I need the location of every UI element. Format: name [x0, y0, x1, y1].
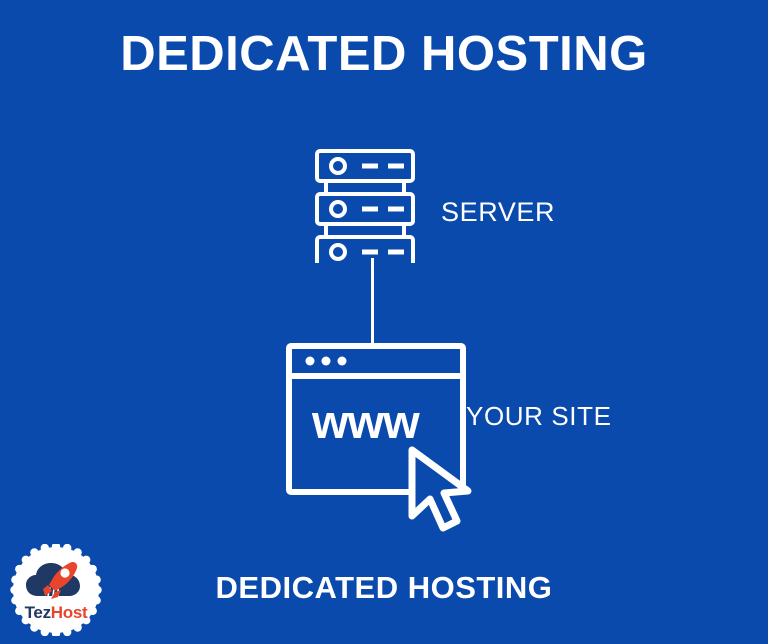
- server-rack-icon: [310, 143, 422, 269]
- browser-window-icon: [284, 340, 474, 505]
- your-site-label: YOUR SITE: [466, 401, 612, 431]
- browser-www-text: www: [312, 395, 420, 448]
- server-label: SERVER: [441, 197, 556, 227]
- mouse-pointer-icon: [402, 443, 486, 540]
- rocket-shape: [43, 561, 78, 599]
- tezhost-logo[interactable]: [10, 542, 102, 641]
- page-subtitle: DEDICATED HOSTING: [215, 570, 553, 605]
- connection-line: [371, 258, 374, 348]
- page-title: DEDICATED HOSTING: [120, 27, 648, 81]
